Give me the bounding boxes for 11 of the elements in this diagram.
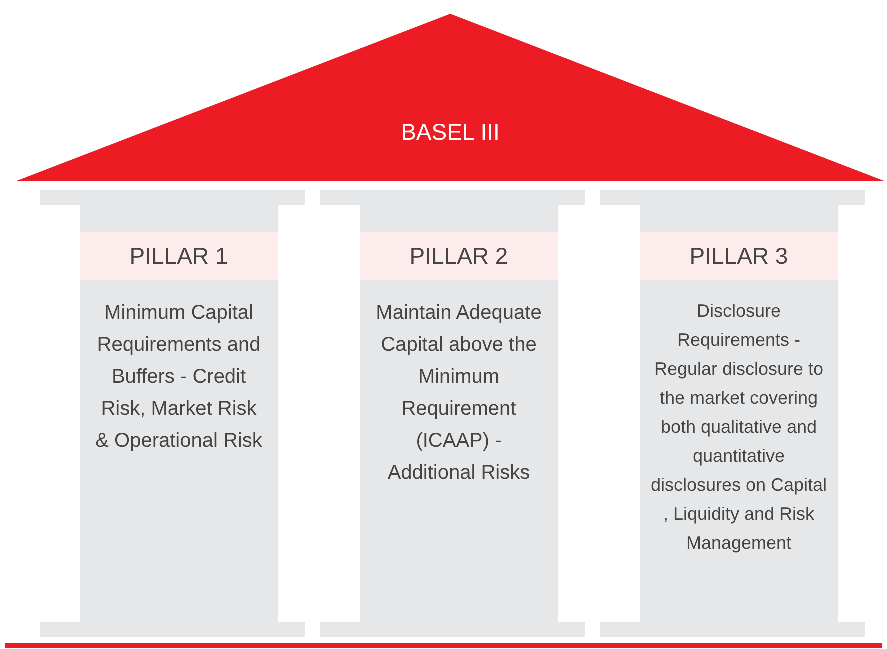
pillar-heading: PILLAR 2 — [360, 232, 558, 280]
roof-triangle — [17, 14, 884, 181]
pillar-description: Disclosure Requirements - Regular disclosure to the market covering both qualitative and quantitative disclosures on Capital , Liquidity and Risk Management — [650, 300, 828, 555]
pillar-description: Maintain Adequate Capital above the Minimum Requirement (ICAAP) - Additional Risks — [375, 301, 543, 486]
pillar-heading: PILLAR 3 — [640, 232, 838, 280]
pillar — [40, 190, 305, 637]
pillar — [600, 190, 865, 637]
pillar-description: Minimum Capital Requirements and Buffers - Credit Risk, Market Risk & Operational Risk — [94, 301, 264, 454]
pillar-heading: PILLAR 1 — [80, 232, 278, 280]
pillar — [320, 190, 585, 637]
roof-title: BASEL III — [400, 119, 501, 146]
